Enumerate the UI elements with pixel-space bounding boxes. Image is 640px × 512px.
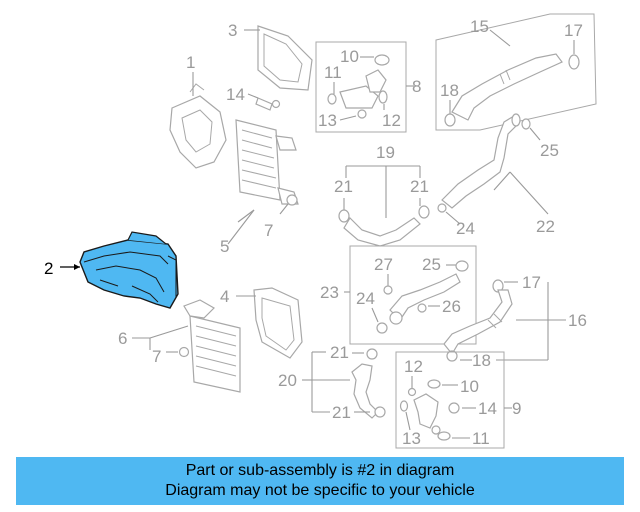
callout-3: 3	[228, 21, 237, 40]
callout-18-top: 18	[440, 81, 459, 100]
callout-21-c: 21	[330, 343, 349, 362]
callout-17-top: 17	[564, 21, 583, 40]
callout-26: 26	[442, 297, 461, 316]
callout-24-lower: 24	[356, 289, 375, 308]
banner-line-1: Part or sub-assembly is #2 in diagram	[185, 462, 455, 479]
banner-line-2: Diagram may not be specific to your vehi…	[165, 482, 475, 499]
callout-11-top: 11	[324, 63, 342, 82]
callout-10-top: 10	[340, 47, 359, 66]
callout-13-top: 13	[318, 111, 337, 130]
callout-14-lower: 14	[478, 399, 497, 418]
callout-25-lower: 25	[422, 255, 441, 274]
group-8-box	[315, 41, 407, 133]
callout-22: 22	[536, 217, 555, 236]
callout-23: 23	[320, 283, 339, 302]
group-23-box	[349, 245, 477, 345]
callout-9: 9	[512, 399, 521, 418]
callout-27: 27	[374, 255, 393, 274]
callout-1: 1	[186, 53, 195, 72]
callout-12-lower: 12	[404, 357, 423, 376]
group-15-box	[435, 13, 597, 131]
part-3-scoop	[257, 25, 313, 91]
callout-15: 15	[470, 17, 489, 36]
group-9-box	[395, 351, 505, 449]
part-1-bracket	[169, 83, 227, 169]
callout-7-lower: 7	[152, 347, 161, 366]
callout-13-lower: 13	[402, 429, 421, 448]
part-6-intercooler	[183, 299, 241, 393]
callout-21-d: 21	[332, 403, 351, 422]
part-14-bolt	[255, 97, 281, 111]
info-banner: Part or sub-assembly is #2 in diagram Di…	[16, 457, 624, 505]
callout-19: 19	[376, 143, 395, 162]
callout-16: 16	[568, 311, 587, 330]
callout-21-b: 21	[410, 177, 429, 196]
callout-11-lower: 11	[472, 429, 490, 448]
callout-4: 4	[220, 287, 229, 306]
callout-14: 14	[226, 85, 245, 104]
callout-18-lower: 18	[472, 351, 491, 370]
callout-8: 8	[412, 77, 421, 96]
callout-17-lower: 17	[522, 273, 541, 292]
callout-6: 6	[118, 329, 127, 348]
callout-10-lower: 10	[460, 377, 479, 396]
callout-25-upper: 25	[540, 141, 559, 160]
part-2-air-duct	[79, 231, 179, 309]
callout-21-a: 21	[334, 177, 353, 196]
callout-5: 5	[220, 237, 229, 256]
part-4-shroud	[253, 287, 303, 359]
callout-24-upper: 24	[456, 219, 475, 238]
callout-2: 2	[44, 259, 53, 278]
callout-12-top: 12	[382, 111, 401, 130]
part-5-intercooler	[235, 119, 299, 205]
callout-20: 20	[278, 371, 297, 390]
callout-7-upper: 7	[264, 221, 273, 240]
